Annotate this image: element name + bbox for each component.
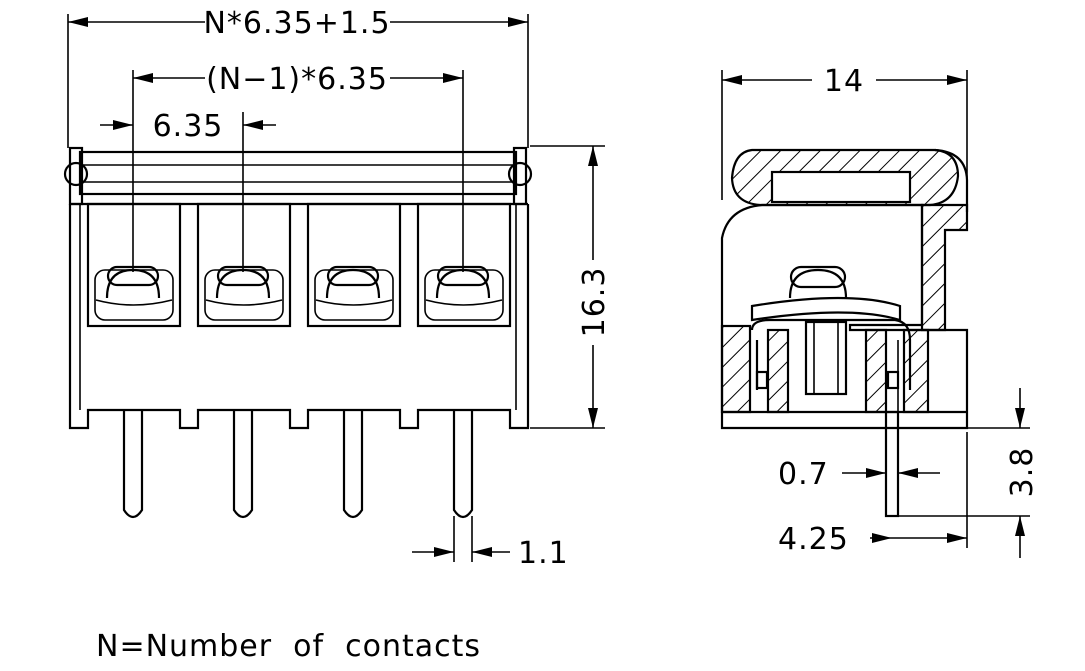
height-label: 16.3	[577, 267, 612, 338]
side-width-label: 14	[824, 64, 864, 99]
front-cell	[306, 202, 402, 328]
contacts-note: N=Number of contacts	[96, 629, 481, 664]
front-pin	[122, 410, 144, 519]
pin-diameter-label: 1.1	[518, 536, 569, 571]
pitch-span-label: (N−1)*6.35	[206, 62, 388, 97]
pin-offset-label: 4.25	[778, 522, 849, 557]
side-view: 14 0.7	[720, 64, 1040, 558]
pin-thickness-label: 0.7	[778, 457, 829, 492]
front-cell	[86, 202, 182, 328]
front-pin	[232, 410, 254, 519]
pitch-label: 6.35	[153, 109, 224, 144]
front-pin	[342, 410, 364, 519]
pin-length-label: 3.8	[1005, 447, 1040, 498]
overall-width-label: N*6.35+1.5	[203, 6, 390, 41]
side-pin	[884, 410, 900, 518]
front-pin	[452, 410, 474, 519]
front-cell	[196, 202, 292, 328]
front-view: N*6.35+1.5 (N−1)*6.35 6.35	[63, 6, 612, 571]
front-cell	[416, 202, 512, 328]
